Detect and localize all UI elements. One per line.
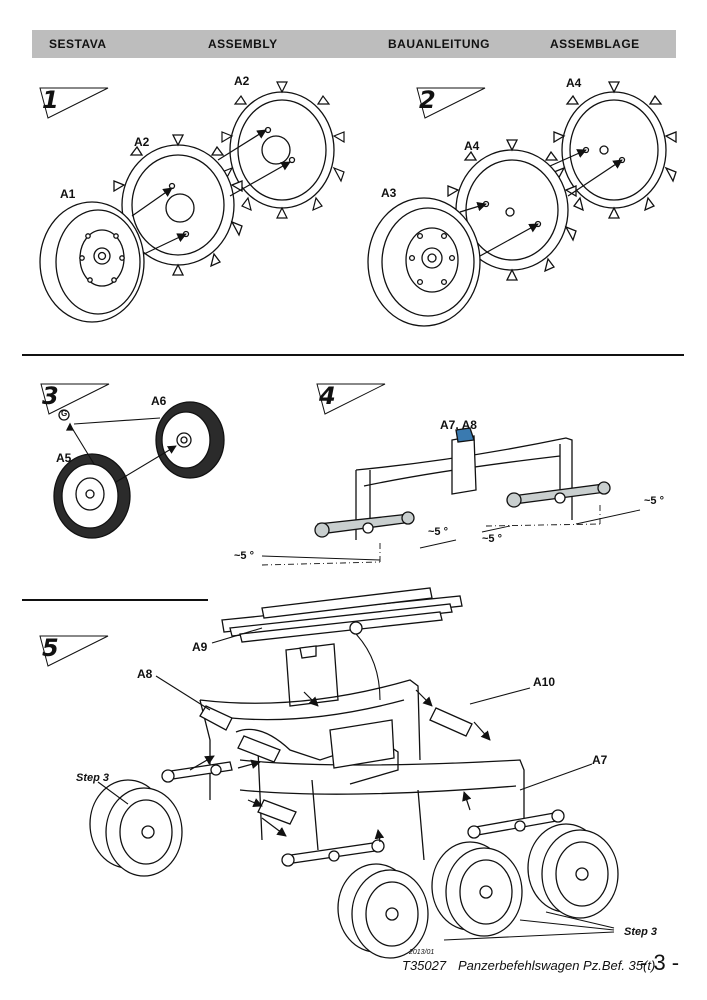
step-4-art xyxy=(261,427,641,566)
label-glue-g: G xyxy=(61,409,68,418)
header-sestava: SESTAVA xyxy=(49,37,107,51)
label-a1: A1 xyxy=(60,187,76,201)
header-assemblage: ASSEMBLAGE xyxy=(550,37,640,51)
glue-symbol xyxy=(58,409,75,431)
swing-arm-rear xyxy=(161,761,385,867)
label-a7-a8: A7, A8 xyxy=(440,418,477,432)
label-a4-rear: A4 xyxy=(566,76,582,90)
pins xyxy=(199,705,473,825)
step-2-art xyxy=(367,81,677,327)
sprocket-a4-rear xyxy=(553,81,677,219)
step-4-flag xyxy=(316,383,386,415)
angle-mid-upper: ~5 ° xyxy=(428,526,448,538)
label-a10: A10 xyxy=(533,675,556,689)
step-5-art xyxy=(89,587,619,959)
sprocket-a2-front xyxy=(113,134,243,276)
label-a6: A6 xyxy=(151,394,167,408)
step-number-2: 2 xyxy=(419,86,436,114)
footer-date: 2013/01 xyxy=(409,949,435,956)
section-divider-1 xyxy=(22,354,684,356)
step-number-3: 3 xyxy=(42,382,59,410)
header-bar: SESTAVA ASSEMBLY BAUANLEITUNG ASSEMBLAGE xyxy=(32,30,676,58)
footer-title: Panzerbefehlswagen Pz.Bef. 35(t) xyxy=(458,958,656,973)
step-1-flag xyxy=(39,87,109,119)
step-3-flag xyxy=(40,383,110,415)
label-step3-ref-left: Step 3 xyxy=(76,772,110,784)
label-a4-front: A4 xyxy=(464,139,480,153)
road-wheel-rear-left xyxy=(89,779,183,877)
mount-block xyxy=(299,645,395,769)
label-a2-rear: A2 xyxy=(234,74,250,88)
road-wheel-bottom-mid xyxy=(431,841,523,937)
step-2-flag xyxy=(416,87,486,119)
footer-code: T35027 xyxy=(402,958,447,973)
swing-arm-front xyxy=(467,809,565,839)
angle-left: ~5 ° xyxy=(234,550,254,562)
angle-mid-lower: ~5 ° xyxy=(482,533,502,545)
wheel-a1 xyxy=(39,201,145,323)
section-divider-2 xyxy=(22,599,208,601)
wheel-a5 xyxy=(53,453,131,539)
label-a7: A7 xyxy=(592,753,608,767)
step-3-art xyxy=(53,401,225,539)
page-number: - 3 - xyxy=(640,950,680,975)
swing-arm-right xyxy=(506,481,611,508)
step-number-5: 5 xyxy=(42,634,59,662)
step-5-flag xyxy=(39,635,109,667)
wheel-a6 xyxy=(155,401,225,479)
header-bauanleitung: BAUANLEITUNG xyxy=(388,37,490,51)
label-a8: A8 xyxy=(137,667,153,681)
wheel-a3 xyxy=(367,197,481,327)
label-a9: A9 xyxy=(192,640,208,654)
label-a3: A3 xyxy=(381,186,397,200)
step-1-art xyxy=(39,81,345,323)
label-step3-ref-right: Step 3 xyxy=(624,926,658,938)
step-number-4: 4 xyxy=(319,382,336,410)
bogie-pivot xyxy=(451,435,477,495)
sprocket-a2-rear xyxy=(221,81,345,219)
label-a5: A5 xyxy=(56,451,72,465)
header-assembly: ASSEMBLY xyxy=(208,37,278,51)
step-number-1: 1 xyxy=(42,86,59,114)
label-a2-front: A2 xyxy=(134,135,150,149)
road-wheel-bottom-right xyxy=(527,823,619,919)
swing-arm-left xyxy=(314,511,415,538)
sprocket-a4-front xyxy=(447,139,577,281)
angle-right: ~5 ° xyxy=(644,495,664,507)
road-wheel-bottom-left xyxy=(337,863,429,959)
leaf-spring-a9 xyxy=(221,587,463,643)
